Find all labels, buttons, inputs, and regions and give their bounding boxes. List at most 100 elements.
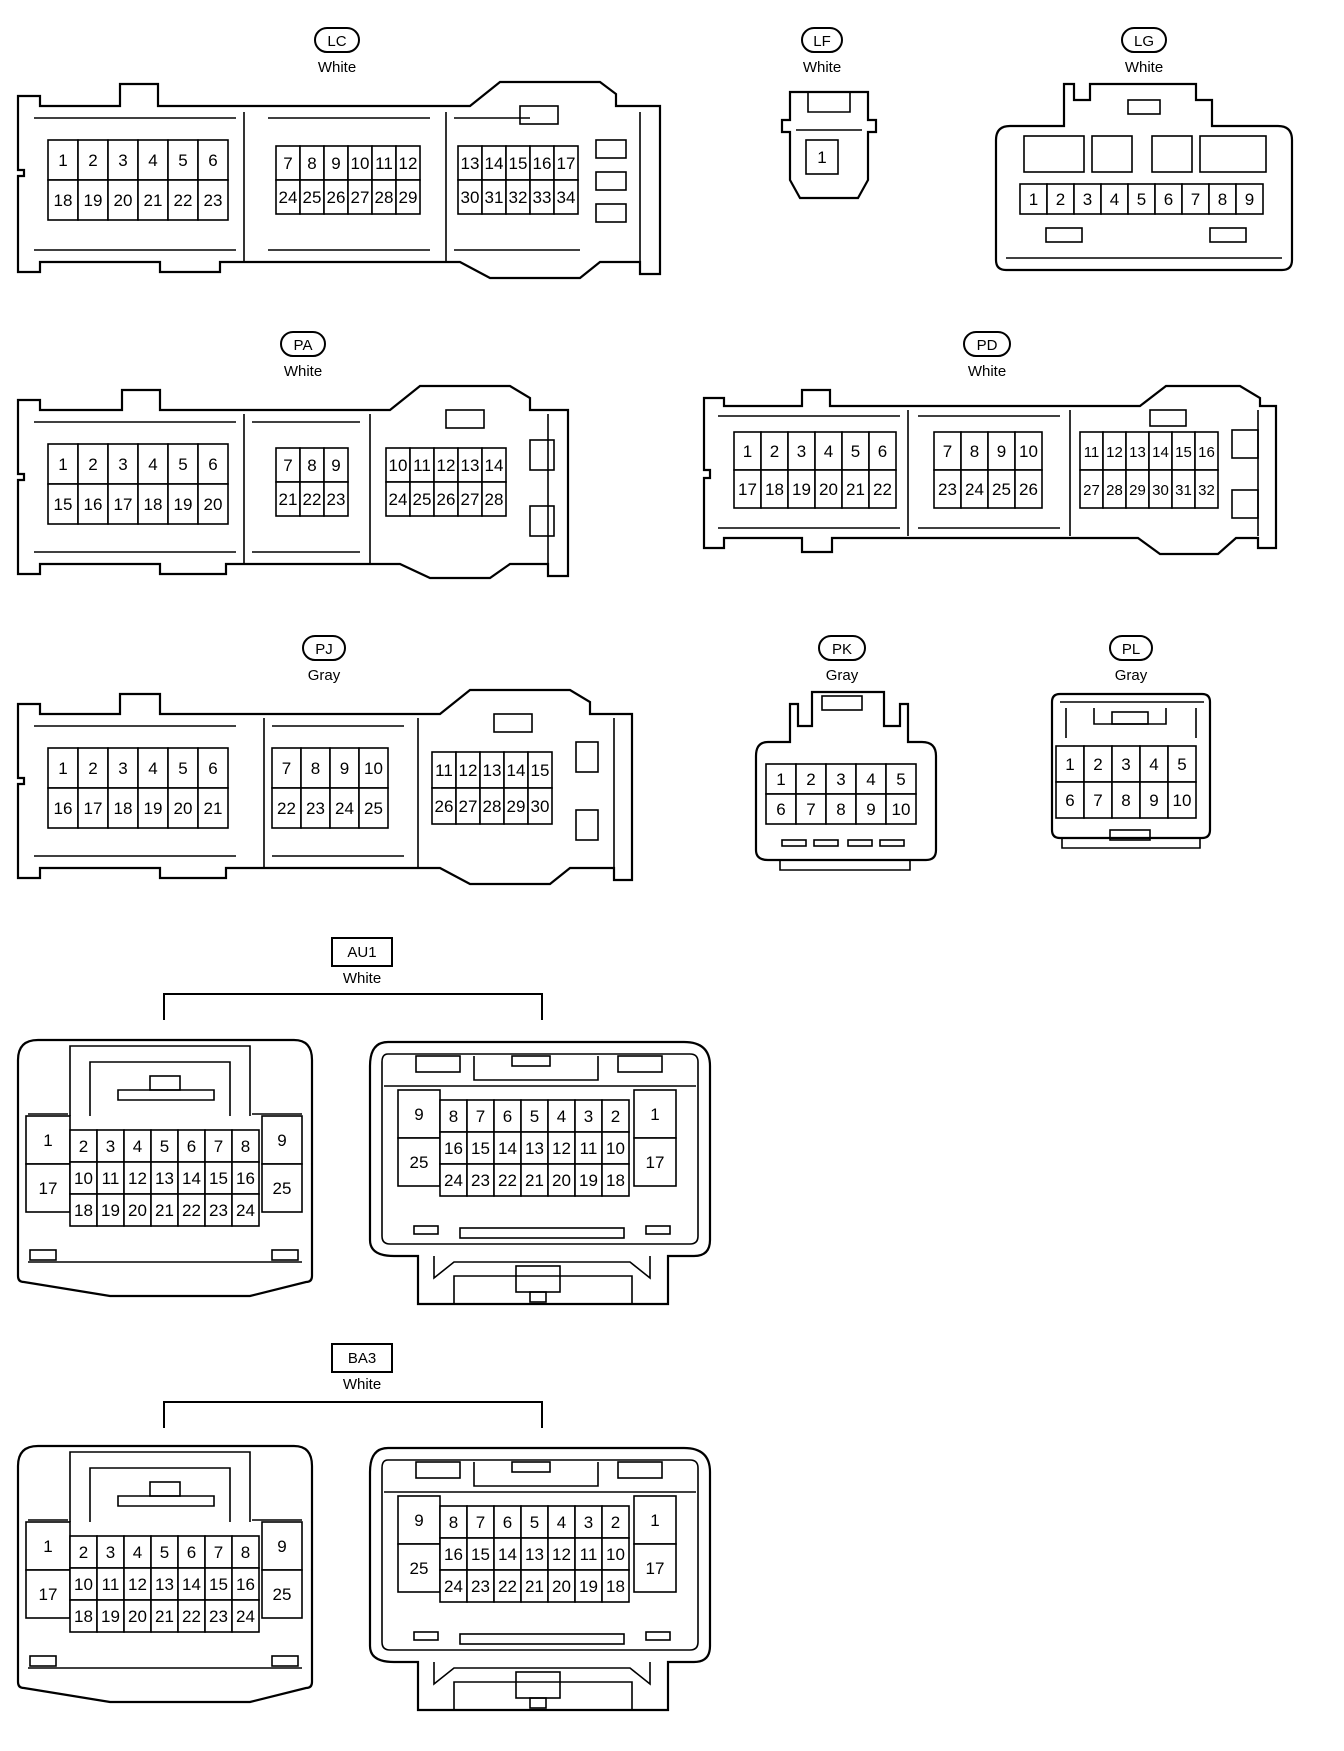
pin-number: 26 (327, 188, 346, 207)
pin-number: 17 (646, 1559, 665, 1578)
pin-number: 7 (476, 1513, 485, 1532)
pin-number: 3 (106, 1543, 115, 1562)
pin-number: 25 (992, 480, 1011, 499)
pin-cavity (299, 447, 325, 483)
pin-number: 17 (39, 1585, 58, 1604)
pin-number: 1 (743, 442, 752, 461)
pin-number: 21 (525, 1171, 544, 1190)
pin-cavity (633, 1137, 677, 1187)
pin-number: 15 (54, 495, 73, 514)
pin-number: 7 (214, 1137, 223, 1156)
pin-number: 19 (101, 1201, 120, 1220)
pin-number: 18 (74, 1201, 93, 1220)
pin-number: 9 (997, 442, 1006, 461)
pin-number: 2 (88, 151, 97, 170)
pin-cavity (1073, 183, 1102, 215)
pin-number: 14 (507, 761, 526, 780)
pin-number: 31 (1175, 482, 1192, 499)
pin-number: 23 (209, 1201, 228, 1220)
pin-number: 2 (770, 442, 779, 461)
pin-cavity (77, 747, 109, 789)
connector-lc-id: LC (327, 33, 346, 50)
pin-number: 32 (1198, 482, 1215, 499)
pin-number: 5 (178, 455, 187, 474)
pin-number: 2 (1093, 755, 1102, 774)
pin-number: 13 (1129, 444, 1146, 461)
pin-cavity (167, 787, 199, 829)
pin-number: 10 (606, 1139, 625, 1158)
pin-number: 17 (84, 799, 103, 818)
pin-number: 5 (896, 770, 905, 789)
pin-cavity (1019, 183, 1048, 215)
connector-lf-color: White (803, 59, 841, 76)
connector-lf: LF White 1 (780, 27, 878, 200)
pin-number: 4 (1149, 755, 1158, 774)
connector-pl-label: PL Gray (1109, 635, 1153, 684)
pin-cavity (574, 1163, 603, 1197)
pin-number: 15 (509, 154, 528, 173)
connector-lf-label: LF White (801, 27, 843, 76)
pin-cavity (69, 1193, 98, 1227)
connector-pa-label: PA White (280, 331, 326, 380)
pin-number: 8 (1218, 190, 1227, 209)
pin-number: 25 (364, 799, 383, 818)
pin-number: 13 (483, 761, 502, 780)
pin-number: 14 (182, 1575, 201, 1594)
pin-number: 9 (414, 1105, 423, 1124)
connector-ba3-color: White (343, 1376, 381, 1393)
pin-number: 5 (1137, 190, 1146, 209)
pin-cavity (493, 1163, 522, 1197)
pin-cavity (529, 179, 555, 215)
pin-number: 5 (530, 1107, 539, 1126)
pin-number: 7 (806, 800, 815, 819)
pin-number: 18 (606, 1577, 625, 1596)
pin-cavity (107, 747, 139, 789)
pin-number: 3 (118, 151, 127, 170)
pin-number: 24 (236, 1607, 255, 1626)
connector-pk-color: Gray (826, 667, 859, 684)
pin-cavity (431, 787, 457, 825)
pin-number: 23 (471, 1577, 490, 1596)
connector-ba3: BA3 White (16, 1343, 712, 1712)
pin-number: 1 (58, 151, 67, 170)
pin-cavity (481, 179, 507, 215)
connector-lf-pins: 1 (805, 139, 839, 175)
pin-number: 25 (413, 490, 432, 509)
pin-number: 13 (155, 1169, 174, 1188)
pin-number: 4 (148, 455, 157, 474)
pin-cavity (601, 1099, 630, 1133)
pin-number: 16 (1198, 444, 1215, 461)
connector-au1-color: White (343, 970, 381, 987)
pin-cavity (299, 481, 325, 517)
pin-number: 1 (1029, 190, 1038, 209)
pin-number: 24 (389, 490, 408, 509)
pin-number: 15 (209, 1575, 228, 1594)
pin-number: 21 (144, 191, 163, 210)
pin-cavity (1111, 745, 1141, 783)
connector-au1: AU1 White (16, 937, 712, 1306)
pin-cavity (47, 787, 79, 829)
pin-cavity (77, 787, 109, 829)
pin-cavity (795, 763, 827, 795)
pin-number: 21 (155, 1201, 174, 1220)
pin-cavity (261, 1163, 303, 1213)
pin-number: 17 (646, 1153, 665, 1172)
pin-number: 20 (114, 191, 133, 210)
pin-cavity (329, 747, 360, 789)
pin-cavity (805, 139, 839, 175)
connector-pk-id: PK (832, 641, 852, 658)
pin-number: 24 (965, 480, 984, 499)
pin-cavity (47, 483, 79, 525)
pin-cavity (520, 1537, 549, 1571)
pin-number: 11 (580, 1139, 598, 1158)
pin-number: 8 (449, 1107, 458, 1126)
pin-number: 15 (471, 1545, 490, 1564)
pin-cavity (96, 1567, 125, 1601)
pin-number: 6 (1164, 190, 1173, 209)
pin-cavity (760, 469, 789, 509)
pin-cavity (527, 751, 553, 789)
connector-pl-color: Gray (1115, 667, 1148, 684)
